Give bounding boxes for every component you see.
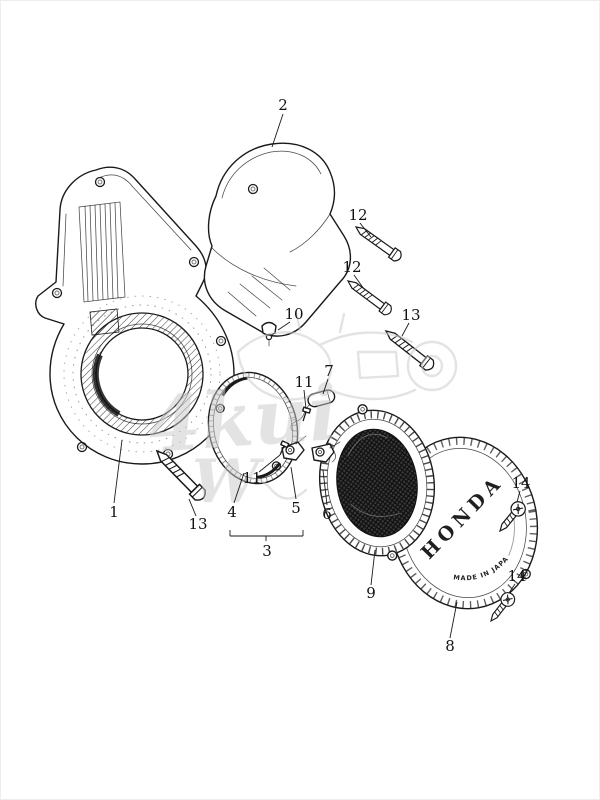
callout-2: 2 (278, 96, 288, 114)
callout-14-bottom: 14 (507, 567, 526, 585)
callout-10: 10 (284, 305, 303, 323)
callout-7: 7 (324, 362, 334, 380)
part-points-cover-dark (318, 404, 436, 561)
part-points-base-plate (207, 371, 299, 485)
callout-13-right: 13 (401, 306, 420, 324)
callout-12-a: 12 (348, 206, 367, 224)
callout-11-b: 11 (242, 469, 261, 487)
callout-5: 5 (291, 499, 301, 517)
callout-8: 8 (445, 637, 455, 655)
callout-9: 9 (366, 584, 376, 602)
callout-labels: 1 2 3 4 5 6 7 8 9 10 11 11 12 12 13 13 1… (109, 96, 530, 655)
screw-12-a (352, 221, 405, 264)
watermark-line2: W (192, 447, 265, 517)
callout-11-a: 11 (294, 373, 313, 391)
part-sprocket-cover (203, 142, 351, 337)
leader-lines (113, 113, 521, 639)
callout-14-top: 14 (511, 474, 530, 492)
callout-4: 4 (227, 503, 237, 521)
part-generator-cover (35, 166, 235, 465)
callout-6: 6 (322, 505, 332, 523)
screw-11-a (301, 406, 312, 422)
group-bracket-3 (229, 530, 304, 541)
screw-11-b (279, 440, 290, 455)
callout-12-b: 12 (342, 258, 361, 276)
watermark-line1: 4kui (145, 368, 340, 470)
bolt-holes (51, 176, 227, 460)
screw-13-right (381, 325, 437, 374)
callout-13-left: 13 (188, 515, 207, 533)
screw-12-b (344, 275, 395, 318)
watermark-engine-sketch (236, 310, 458, 401)
part-breaker-arm (311, 441, 341, 463)
callout-3: 3 (262, 542, 272, 560)
callout-1: 1 (109, 503, 119, 521)
watermark: 4kui W (145, 310, 458, 517)
